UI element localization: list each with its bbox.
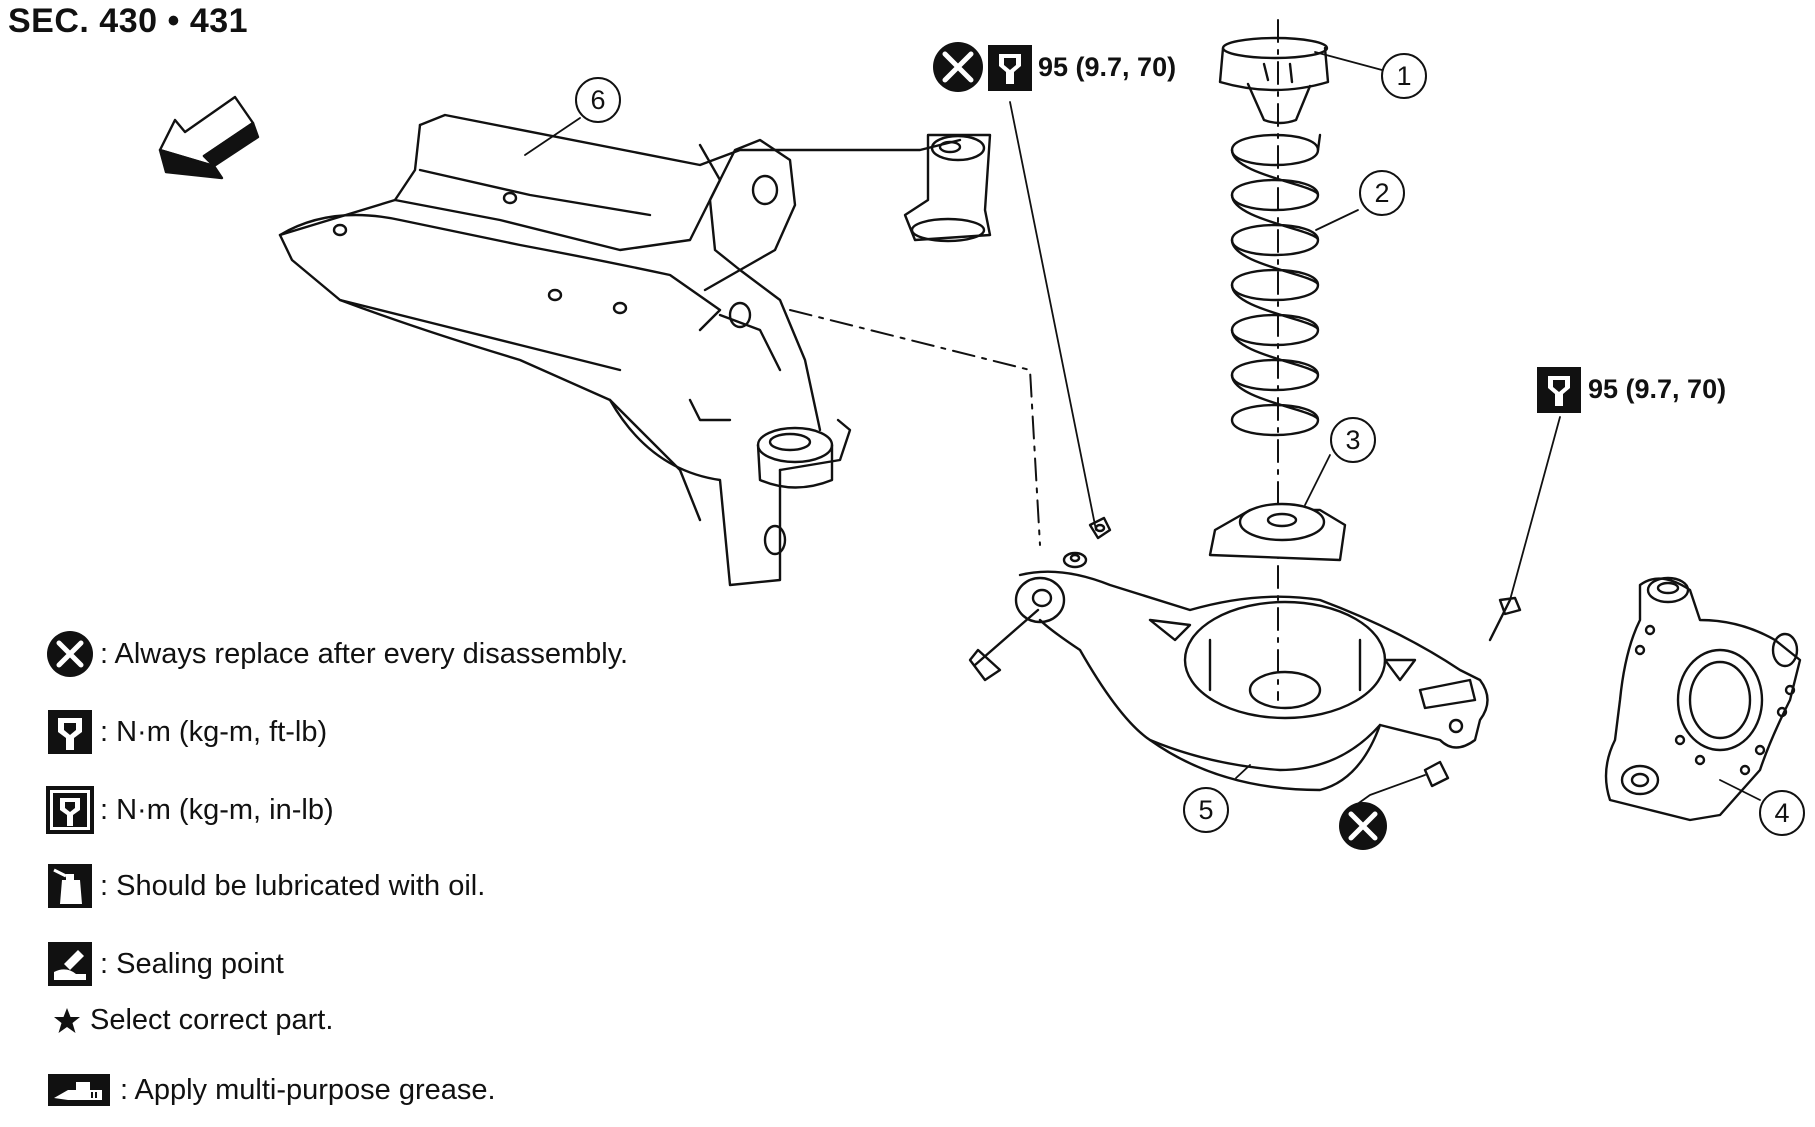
replace-x-icon	[47, 631, 93, 677]
sealing-point-icon	[48, 942, 92, 986]
legend-text-grease: : Apply multi-purpose grease.	[120, 1073, 496, 1106]
rear-axle-housing	[1604, 576, 1802, 822]
callout-5: 5	[1198, 795, 1214, 825]
legend-row-select-part: Select correct part.	[52, 1004, 333, 1037]
bump-stopper	[1218, 36, 1330, 125]
star-icon	[54, 1007, 80, 1033]
legend-row-replace: : Always replace after every disassembly…	[46, 630, 628, 678]
coil-spring	[1230, 133, 1322, 437]
callout-3: 3	[1345, 425, 1361, 455]
legend-text-select-part: Select correct part.	[90, 1004, 334, 1036]
legend-row-sealing: : Sealing point	[46, 940, 284, 988]
legend-row-grease: : Apply multi-purpose grease.	[46, 1072, 496, 1108]
callout-leader-lines	[524, 51, 1761, 806]
legend-row-torque-ft-lb: : N·m (kg-m, ft-lb)	[46, 708, 327, 756]
grease-gun-icon	[48, 1074, 110, 1106]
hardware-bolts-nuts	[968, 516, 1522, 788]
torque-spec-right: 95 (9.7, 70)	[1588, 374, 1727, 404]
lower-link	[1014, 570, 1489, 792]
legend-text-replace: : Always replace after every disassembly…	[100, 637, 629, 670]
legend-text-torque-in-lb: : N·m (kg-m, in-lb)	[100, 793, 334, 826]
torque-wrench-icon	[988, 45, 1032, 91]
legend-text-oil: : Should be lubricated with oil.	[100, 869, 486, 902]
replace-x-icon	[1339, 802, 1387, 850]
legend-text-sealing: : Sealing point	[100, 947, 284, 980]
callout-4: 4	[1774, 798, 1790, 828]
section-title: SEC. 430 • 431	[8, 2, 249, 40]
lower-spring-seat	[1208, 502, 1347, 562]
callout-circles	[575, 53, 1805, 836]
suspension-member	[278, 113, 992, 587]
torque-wrench-ft-lb-icon	[48, 710, 92, 754]
callout-2: 2	[1374, 178, 1390, 208]
torque-spec-upper: 95 (9.7, 70)	[1038, 52, 1177, 82]
legend-text-torque-ft-lb: : N·m (kg-m, ft-lb)	[100, 715, 328, 748]
callout-6: 6	[590, 85, 606, 115]
legend-row-oil: : Should be lubricated with oil.	[46, 862, 485, 910]
oil-can-icon	[48, 864, 92, 908]
torque-wrench-icon	[1537, 367, 1581, 413]
front-direction-arrow	[158, 95, 260, 180]
replace-x-icon	[933, 42, 983, 92]
torque-wrench-in-lb-icon	[46, 786, 94, 834]
legend-row-torque-in-lb: : N·m (kg-m, in-lb)	[46, 786, 334, 834]
callout-1: 1	[1396, 61, 1412, 91]
